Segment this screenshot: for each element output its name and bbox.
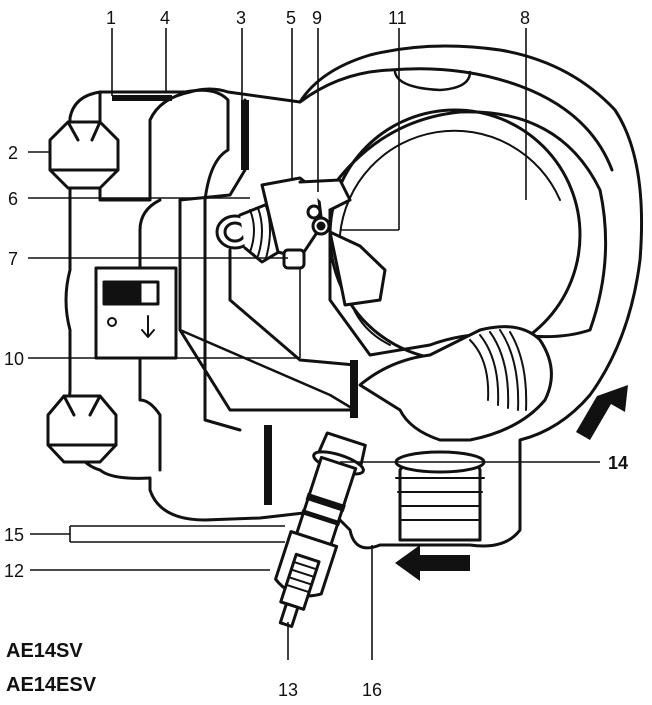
upper-bolt [48,120,120,190]
callout-9: 9 [312,8,322,28]
callout-12: 12 [4,561,24,581]
callout-11: 11 [388,8,407,28]
callout-15: 15 [4,525,24,545]
inlet-arrow [395,545,470,581]
callout-5: 5 [286,8,296,28]
callout-16: 16 [362,680,382,700]
callout-2: 2 [8,143,18,163]
cover-top [298,67,614,172]
callout-3: 3 [236,8,246,28]
callout-13: 13 [278,680,298,700]
callout-6: 6 [8,189,18,209]
callout-14: 14 [608,453,628,473]
threaded-section [358,325,553,442]
callout-8: 8 [520,8,530,28]
callout-10: 10 [4,349,24,369]
inner-chamber [178,98,357,412]
float-ball [328,108,582,362]
drain-plug [274,431,367,628]
callout-1: 1 [106,8,116,28]
lever-mechanism [260,176,387,307]
outlet-arrow [576,385,628,440]
model-name-ae14esv: AE14ESV [6,674,97,696]
inlet-connection [394,450,486,542]
callout-4: 4 [160,8,170,28]
model-name-ae14sv: AE14SV [6,640,83,662]
lower-bolt [46,394,118,464]
callout-7: 7 [8,249,18,269]
left-flange [98,90,192,202]
sight-window [94,266,178,360]
